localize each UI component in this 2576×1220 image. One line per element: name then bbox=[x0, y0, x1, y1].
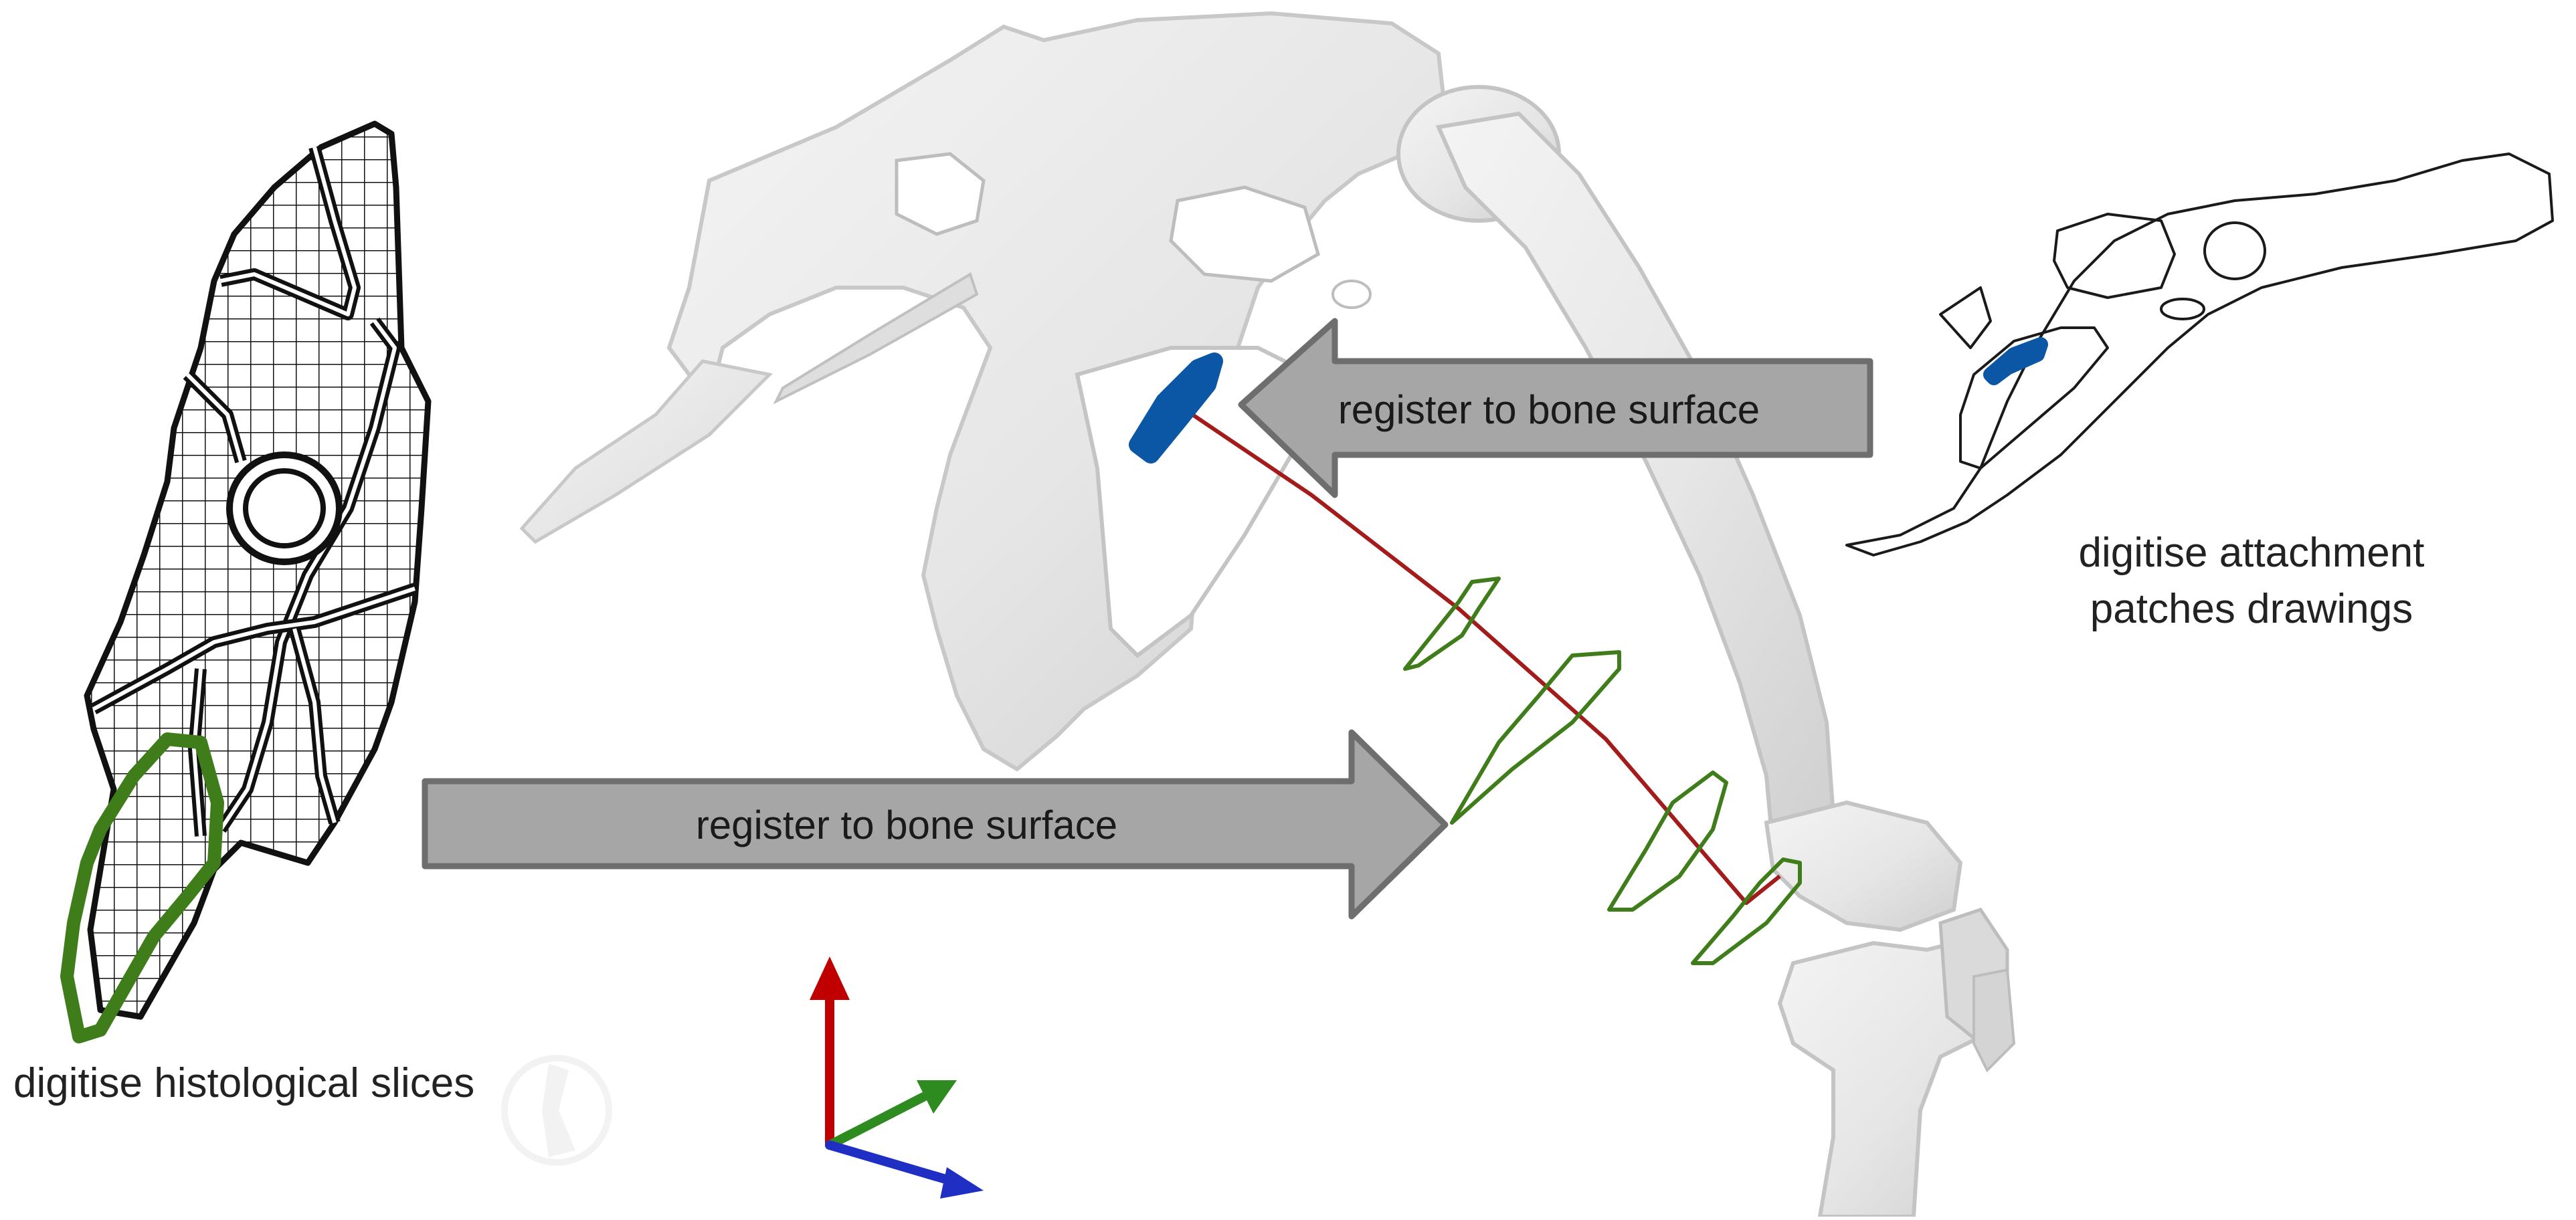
xyz-axes-icon bbox=[810, 956, 984, 1199]
histological-slice-drawing bbox=[60, 120, 432, 1043]
watermark-logo bbox=[501, 1055, 612, 1166]
muscle-line-of-action bbox=[1186, 409, 1781, 905]
drawing-attachment-patch bbox=[1983, 337, 2048, 385]
upper-arrow-label: register to bone surface bbox=[1338, 387, 1760, 432]
attachment-drawing bbox=[1845, 152, 2554, 556]
drawings-label-line2: patches drawings bbox=[2090, 585, 2413, 632]
histology-label: digitise histological slices bbox=[13, 1060, 474, 1106]
drawings-label: digitise attachment patches drawings bbox=[2017, 525, 2486, 637]
registered-slice-outlines bbox=[1403, 577, 1802, 965]
drawings-label-line1: digitise attachment bbox=[2078, 530, 2425, 576]
upper-register-arrow bbox=[1238, 318, 1873, 498]
bone-model bbox=[519, 11, 2016, 1219]
lower-register-arrow bbox=[422, 729, 1449, 920]
attachment-patch bbox=[1129, 352, 1223, 464]
lower-arrow-label: register to bone surface bbox=[696, 803, 1117, 847]
